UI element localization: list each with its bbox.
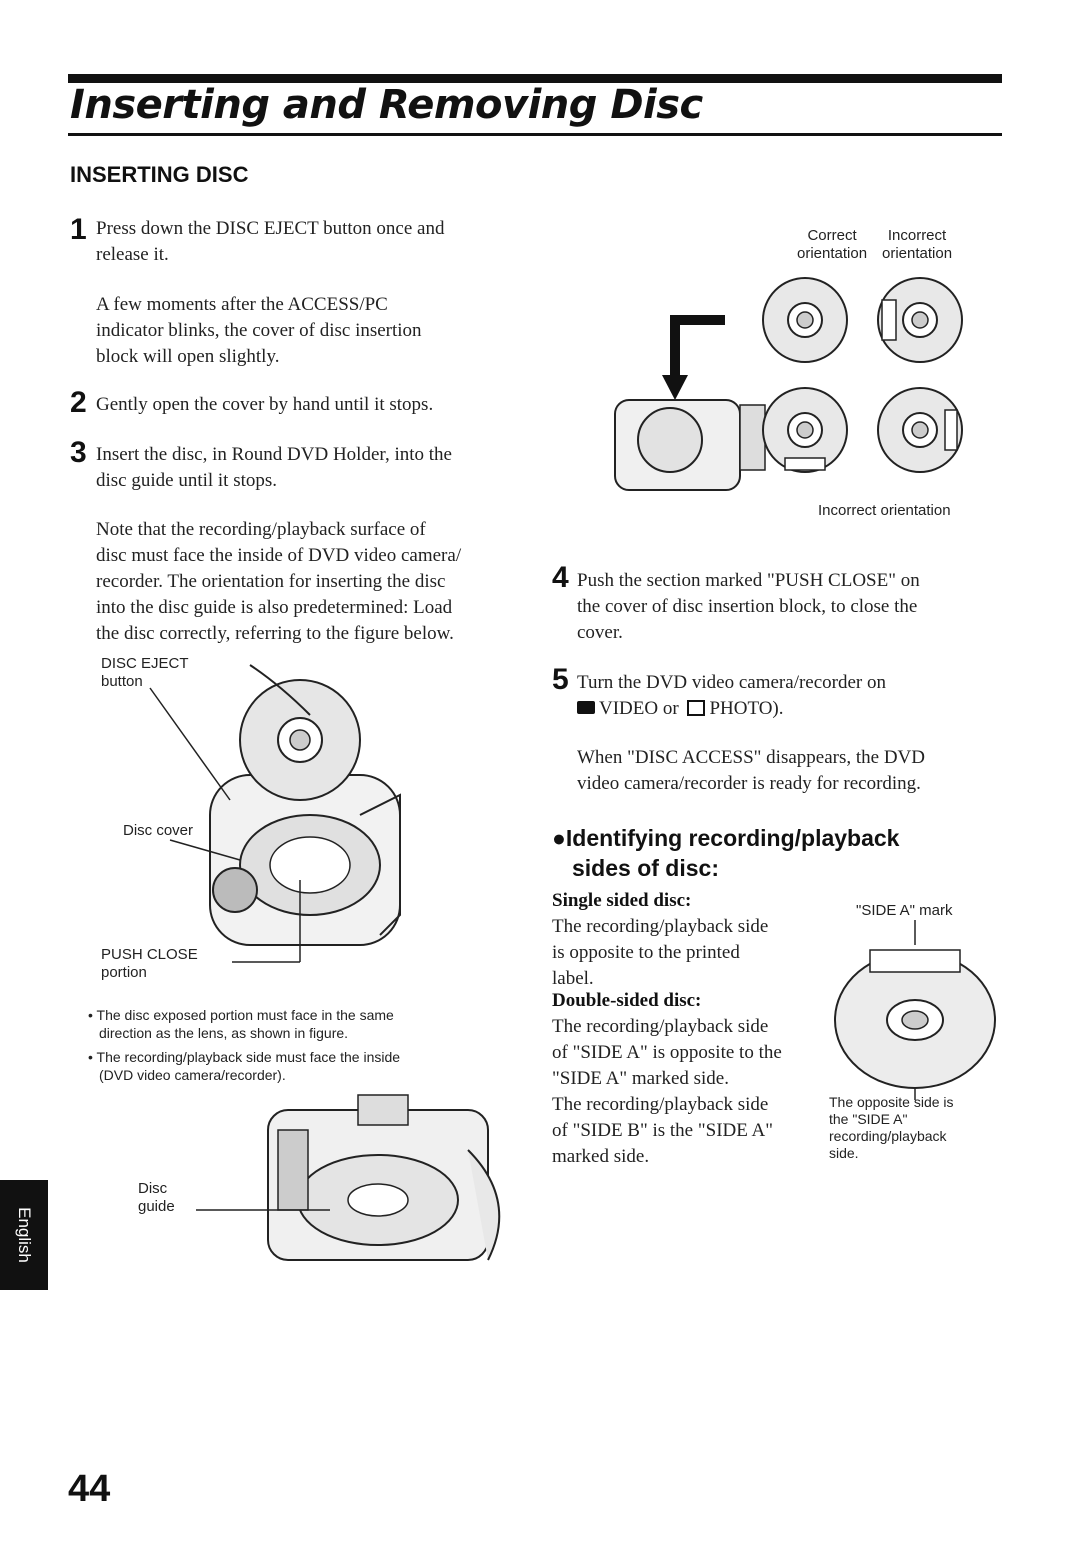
label-correct-orientation: Correct orientation: [797, 227, 868, 262]
step-5-note: When "DISC ACCESS" disappears, the DVD v…: [577, 747, 925, 794]
label-disc-eject-button: DISC EJECT button: [101, 655, 189, 690]
label-incorrect-orientation-top: Incorrect orientation: [882, 227, 953, 262]
label-opposite-side: The opposite side is the "SIDE A" record…: [829, 1094, 954, 1161]
step-2-number: 2: [70, 386, 87, 419]
orientation-illustration: [614, 277, 963, 491]
single-sided-text: The recording/playback side is opposite …: [552, 916, 769, 989]
video-camera-icon: [577, 701, 595, 715]
label-disc-cover: Disc cover: [123, 822, 194, 839]
bullet-note-2: • The recording/playback side must face …: [88, 1049, 401, 1083]
step-5-text: Turn the DVD video camera/recorder on VI…: [577, 672, 887, 719]
bullet-note-1: • The disc exposed portion must face in …: [88, 1007, 394, 1041]
step-1-number: 1: [70, 213, 87, 246]
label-disc-guide: Disc guide: [138, 1180, 175, 1215]
photo-icon: [687, 699, 706, 716]
step-2-text: Gently open the cover by hand until it s…: [96, 394, 434, 415]
disc-insertion-illustration: [209, 664, 401, 946]
side-tab-language: English: [0, 1180, 48, 1290]
step-4-text: Push the section marked "PUSH CLOSE" on …: [577, 570, 920, 643]
step-5-number: 5: [552, 663, 569, 696]
header-rule-bottom: [68, 133, 1002, 136]
step-3-note: Note that the recording/playback surface…: [96, 519, 462, 644]
step-1-note: A few moments after the ACCESS/PC indica…: [96, 294, 422, 367]
header-rule-top: [68, 74, 1002, 83]
identifying-sides-heading: ●Identifying recording/playback sides of…: [552, 825, 900, 881]
page-number: 44: [68, 1468, 111, 1510]
step-3-number: 3: [70, 436, 87, 469]
disc-guide-illustration: [267, 1094, 501, 1261]
step-1-text: Press down the DISC EJECT button once an…: [96, 218, 445, 265]
section-heading: INSERTING DISC: [70, 162, 249, 187]
double-sided-text: The recording/playback side of "SIDE A" …: [552, 1016, 782, 1167]
disc-side-illustration: [834, 920, 996, 1100]
single-sided-title: Single sided disc:: [552, 890, 692, 911]
double-sided-title: Double-sided disc:: [552, 990, 702, 1011]
step-4-number: 4: [552, 561, 569, 594]
label-push-close: PUSH CLOSE portion: [101, 946, 198, 981]
step-3-text: Insert the disc, in Round DVD Holder, in…: [96, 444, 452, 491]
label-side-a-mark: "SIDE A" mark: [856, 902, 953, 919]
label-incorrect-orientation-bottom: Incorrect orientation: [818, 502, 951, 519]
page-title: Inserting and Removing Disc: [70, 82, 703, 128]
